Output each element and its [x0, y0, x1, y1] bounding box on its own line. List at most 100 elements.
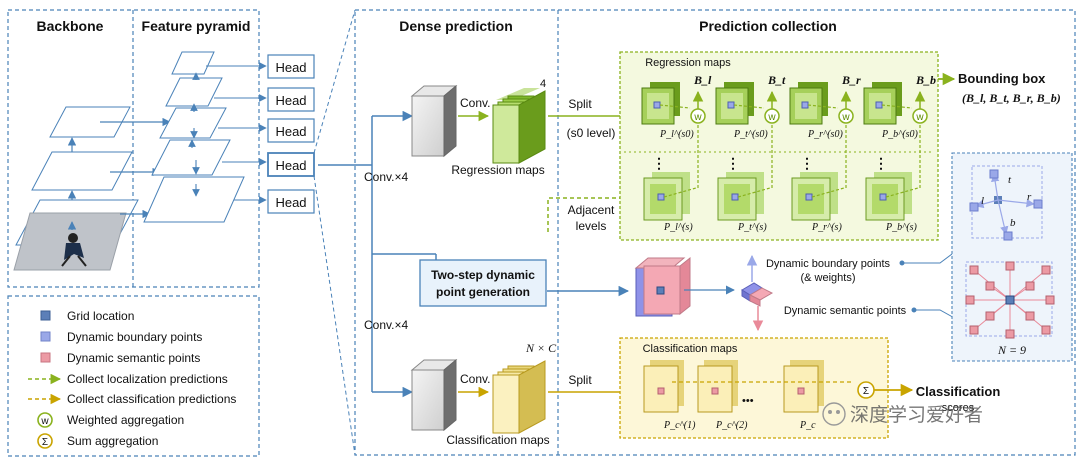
watermark: [822, 402, 846, 426]
svg-text:Σ: Σ: [42, 437, 48, 448]
cls-point: [711, 387, 719, 395]
pyramid-arrows: [188, 62, 267, 204]
two-step-line1: Two-step dynamic: [431, 268, 535, 282]
legend-weighted-icon: [37, 412, 53, 428]
adjacent-line2: levels: [576, 219, 607, 233]
legend-text: Dynamic boundary points: [67, 330, 202, 344]
s0-collect-line: [659, 104, 691, 109]
boundary-letter: b: [1010, 217, 1016, 229]
feature-block-top: [410, 84, 458, 158]
semantic-point: [1041, 265, 1051, 275]
s-point: [879, 193, 887, 201]
head-boxes: [267, 54, 315, 214]
sum-aggregation: Σ: [672, 381, 914, 399]
semantic-point: [1045, 295, 1055, 305]
pyramid-planes: [143, 51, 245, 223]
nxc-label: N × C: [525, 341, 557, 355]
legend-text: Dynamic semantic points: [67, 351, 200, 365]
p-s-label: P_b^(s): [885, 222, 918, 233]
vdots: ⋮: [652, 155, 666, 171]
regression-maps-label: Regression maps: [451, 163, 544, 177]
backbone-image-plane: [13, 212, 127, 271]
p-s-label: P_t^(s): [737, 222, 767, 233]
s0-point: [727, 101, 735, 109]
s0-point: [801, 101, 809, 109]
b-label: B_r: [841, 73, 861, 87]
two-step-line2: point generation: [436, 285, 530, 299]
head-label: Head: [275, 124, 306, 139]
boundary-letter: l: [981, 195, 984, 207]
pc-label: P_c^(2): [715, 420, 748, 431]
s-point: [805, 193, 813, 201]
legend-text: Collect classification predictions: [67, 392, 236, 406]
n-equals-label: N = 9: [997, 343, 1026, 357]
legend-text: Weighted aggregation: [67, 413, 184, 427]
legend-semantic-marker: [40, 352, 51, 363]
cls-point: [797, 387, 805, 395]
head-label: Head: [275, 158, 306, 173]
conv-x4-bottom-label: Conv.×4: [364, 318, 408, 332]
legend: w Σ: [28, 310, 62, 449]
b-label: B_t: [767, 73, 786, 87]
semantic-point: [1005, 261, 1015, 271]
s-collect-line: [663, 187, 697, 198]
cls-map: [697, 365, 733, 413]
main-frame: [354, 9, 1076, 456]
prediction-collection-title: Prediction collection: [699, 18, 837, 34]
s0-level-label: (s0 level): [567, 126, 616, 140]
pc-label: P_c: [799, 420, 816, 431]
p-s0-label: P_r^(s0): [807, 129, 843, 140]
legend-text: Sum aggregation: [67, 434, 158, 448]
zoom-lines: [313, 9, 356, 456]
w-symbol: w: [915, 112, 924, 123]
legend-text: Collect localization predictions: [67, 372, 228, 386]
regression-panel-title: Regression maps: [645, 57, 731, 69]
p-s0-label: P_b^(s0): [881, 129, 919, 140]
classification-stack: [492, 360, 546, 434]
s0-point: [875, 101, 883, 109]
semantic-point: [1041, 325, 1051, 335]
head-label: Head: [275, 60, 306, 75]
vdots: ⋮: [874, 155, 888, 171]
b-label: B_l: [693, 73, 712, 87]
semantic-point: [1005, 329, 1015, 339]
s0-collect-line: [881, 104, 913, 109]
adjacent-line1: Adjacent: [568, 203, 615, 217]
dyn-semantic-label: Dynamic semantic points: [784, 305, 907, 317]
split-bottom-label: Split: [568, 373, 592, 387]
dyn-boundary-line2: (& weights): [800, 272, 855, 284]
regression-stack: [492, 88, 546, 164]
classification-cells: [643, 360, 824, 413]
watermark-text: 深度学习爱好者: [850, 404, 983, 426]
semantic-point: [969, 325, 979, 335]
head-label: Head: [275, 195, 306, 210]
semantic-points-diagram: [965, 261, 1055, 339]
dense-flow-lines: [318, 110, 630, 398]
p-s-label: P_l^(s): [663, 222, 693, 233]
bounding-box-title: Bounding box: [958, 71, 1046, 86]
p-s0-label: P_t^(s0): [733, 129, 768, 140]
classification-scores-line2: scores: [942, 402, 975, 414]
boundary-letter: t: [1008, 174, 1012, 186]
two-step-box: [419, 259, 547, 307]
cls-point: [657, 387, 665, 395]
cls-map: [783, 365, 819, 413]
offset-block: [741, 282, 774, 307]
semantic-point: [969, 265, 979, 275]
legend-text: Grid location: [67, 309, 134, 323]
svg-text:Σ: Σ: [863, 386, 869, 397]
head-label: Head: [275, 93, 306, 108]
semantic-point: [985, 281, 995, 291]
s-point: [657, 193, 665, 201]
feature-pyramid-title: Feature pyramid: [142, 18, 251, 34]
legend-sum-icon: [37, 433, 53, 449]
dyn-boundary-line1: Dynamic boundary points: [766, 258, 891, 270]
w-symbol: w: [693, 112, 702, 123]
channels-four-label: 4: [540, 78, 546, 90]
semantic-point: [1025, 311, 1035, 321]
legend-boundary-marker: [40, 331, 51, 342]
s-collect-line: [737, 187, 771, 198]
w-symbol: w: [767, 112, 776, 123]
